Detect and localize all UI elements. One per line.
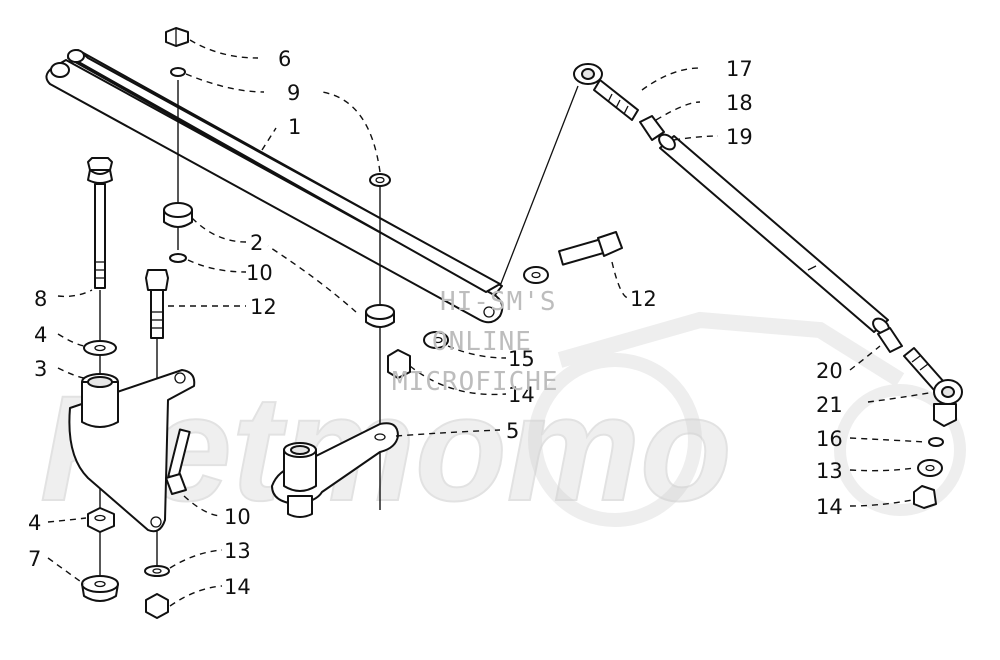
nut-14c (913, 485, 937, 509)
nut-11 (165, 27, 189, 47)
callout-12-right: 12 (630, 287, 657, 311)
washer-13b (917, 459, 943, 477)
spacer-20 (877, 327, 903, 353)
nut-14b (387, 349, 411, 379)
washer-9 (170, 67, 186, 77)
bolt-12b (523, 231, 623, 284)
callout-5: 5 (506, 419, 519, 443)
rod-end-17 (573, 63, 639, 121)
callout-7: 7 (28, 547, 41, 571)
spacer-2 (163, 202, 193, 228)
callout-11: 6 (278, 47, 291, 71)
watermark-line-2: ONLINE (432, 327, 532, 357)
nut-14 (145, 593, 169, 619)
bracket-3 (68, 369, 196, 533)
spacer-18 (639, 115, 665, 141)
watermark-motorcycle-icon (528, 311, 966, 527)
callout-21: 21 (816, 393, 843, 417)
callout-18: 18 (726, 91, 753, 115)
callout-labels: 6 9 1 2 10 12 8 4 3 5 10 4 7 13 14 15 14… (28, 47, 843, 599)
washer-16 (928, 437, 944, 447)
washer-9b (369, 173, 391, 187)
washer-4 (83, 340, 117, 356)
pivot-arm-5 (271, 422, 399, 518)
rod-end-21 (903, 347, 963, 427)
callout-16: 16 (816, 427, 843, 451)
watermark-line-3: MICROFICHE (392, 367, 559, 397)
nut-4 (87, 507, 115, 533)
callout-13-right: 13 (816, 459, 843, 483)
callout-10: 10 (246, 261, 273, 285)
callout-14-right: 14 (816, 495, 843, 519)
watermark-line-1: HI-SM'S (440, 287, 557, 317)
callout-14-mid: 14 (508, 383, 535, 407)
leader-line (499, 85, 579, 287)
spacer-2b (365, 304, 395, 328)
bolt-8 (165, 428, 191, 495)
callout-17: 17 (726, 57, 753, 81)
arm-assembly (45, 49, 504, 324)
callout-20: 20 (816, 359, 843, 383)
leader-lines (47, 39, 935, 607)
washer-13 (144, 565, 170, 577)
callout-14-left: 14 (224, 575, 251, 599)
watermark-text: HI-SM'S ONLINE MICROFICHE (392, 287, 559, 397)
callout-4-bottom: 4 (28, 511, 41, 535)
callout-4-top: 4 (34, 323, 47, 347)
callout-13-left: 13 (224, 539, 251, 563)
callout-15: 15 (508, 347, 535, 371)
callout-2: 2 (250, 231, 263, 255)
tube-19 (658, 133, 890, 335)
bolt-6 (87, 157, 113, 289)
cap-nut-7 (81, 575, 119, 602)
callout-6: 8 (34, 287, 47, 311)
callout-3: 3 (34, 357, 47, 381)
bolt-12 (145, 269, 169, 339)
washer-15 (423, 331, 449, 349)
callout-12-left: 12 (250, 295, 277, 319)
callout-9: 9 (287, 81, 300, 105)
callout-1: 1 (288, 115, 301, 139)
callout-19: 19 (726, 125, 753, 149)
washer-10 (169, 253, 187, 263)
callout-8: 10 (224, 505, 251, 529)
